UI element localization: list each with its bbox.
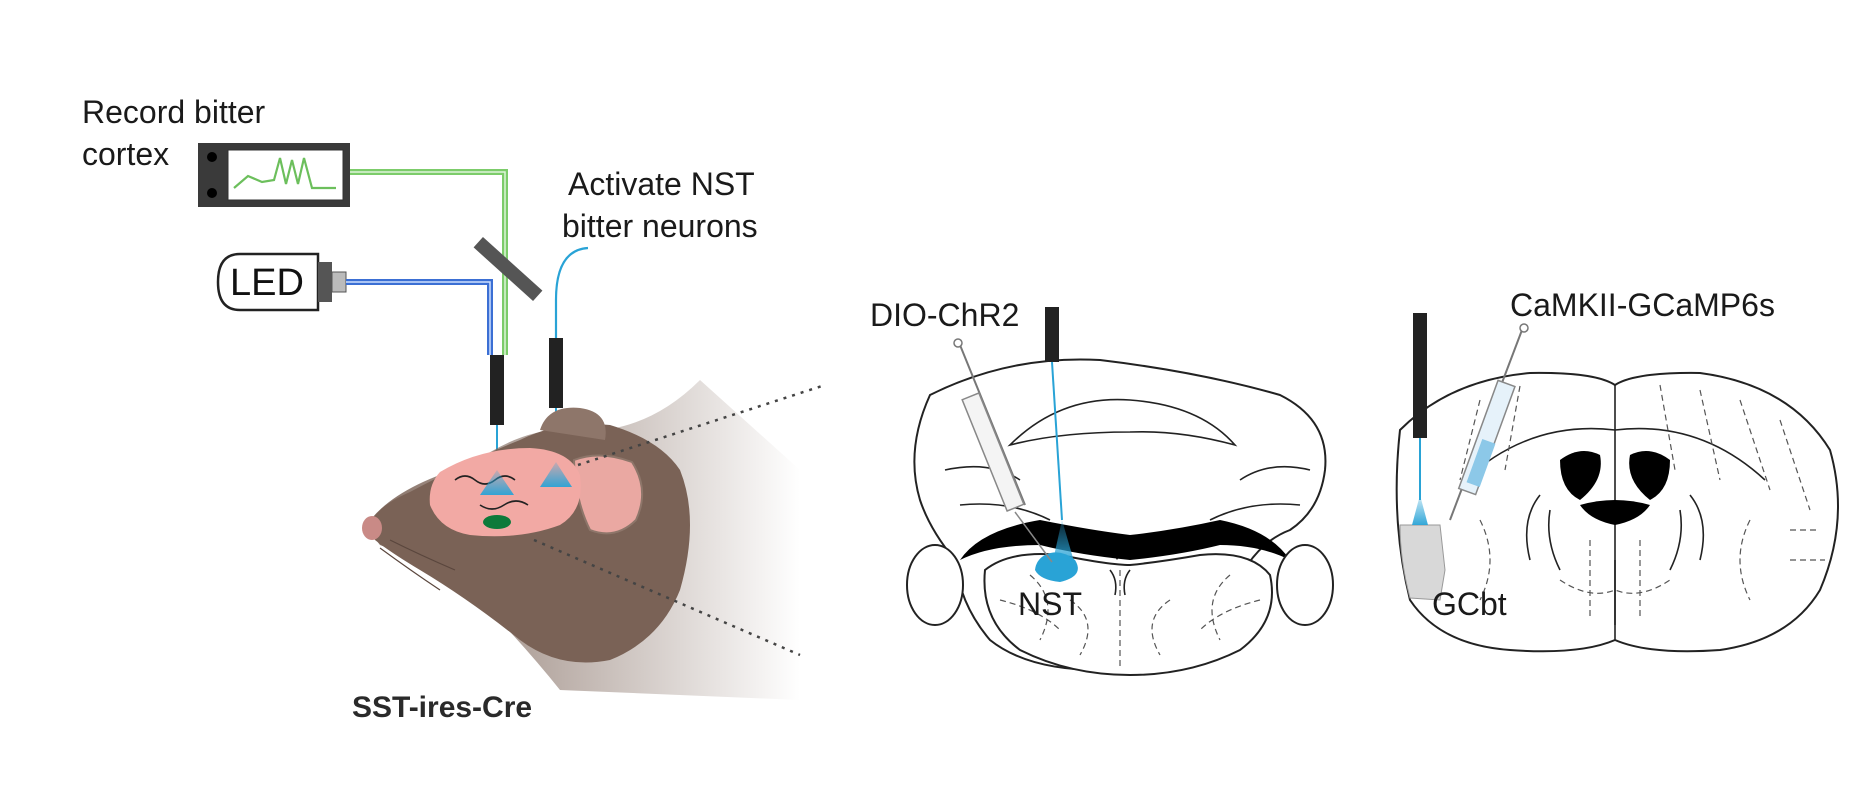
syringe-icon (953, 338, 1053, 563)
zoom-line-bottom (533, 538, 801, 657)
activate-label-line-2: bitter neurons (562, 208, 758, 244)
dichroic-mirror-icon (473, 237, 543, 301)
syringe-icon-right (1449, 323, 1529, 521)
led-label: LED (230, 262, 304, 304)
zoom-line-top (577, 384, 823, 467)
optic-fiber-icon-nst (1045, 307, 1063, 521)
green-fiber-icon (350, 169, 508, 355)
mouse-head (362, 380, 800, 700)
mouse-line-label: SST-ires-Cre (352, 691, 532, 724)
activate-label-line-1: Activate NST (568, 166, 755, 202)
forebrain-section (1395, 371, 1839, 653)
recorder-box-icon (198, 143, 350, 207)
led-source-icon: LED (216, 252, 347, 312)
region-right-label: GCbt (1432, 586, 1507, 622)
record-label-line-2: cortex (82, 136, 169, 172)
record-label-line-1: Record bitter (82, 94, 266, 130)
region-left-label: NST (1018, 586, 1082, 622)
virus-right-label: CaMKII-GCaMP6s (1510, 287, 1775, 323)
optic-fiber-icon-gcbt (1413, 313, 1427, 500)
hindbrain-section (906, 358, 1334, 677)
blue-fiber-icon (346, 279, 493, 355)
virus-left-label: DIO-ChR2 (870, 297, 1019, 333)
